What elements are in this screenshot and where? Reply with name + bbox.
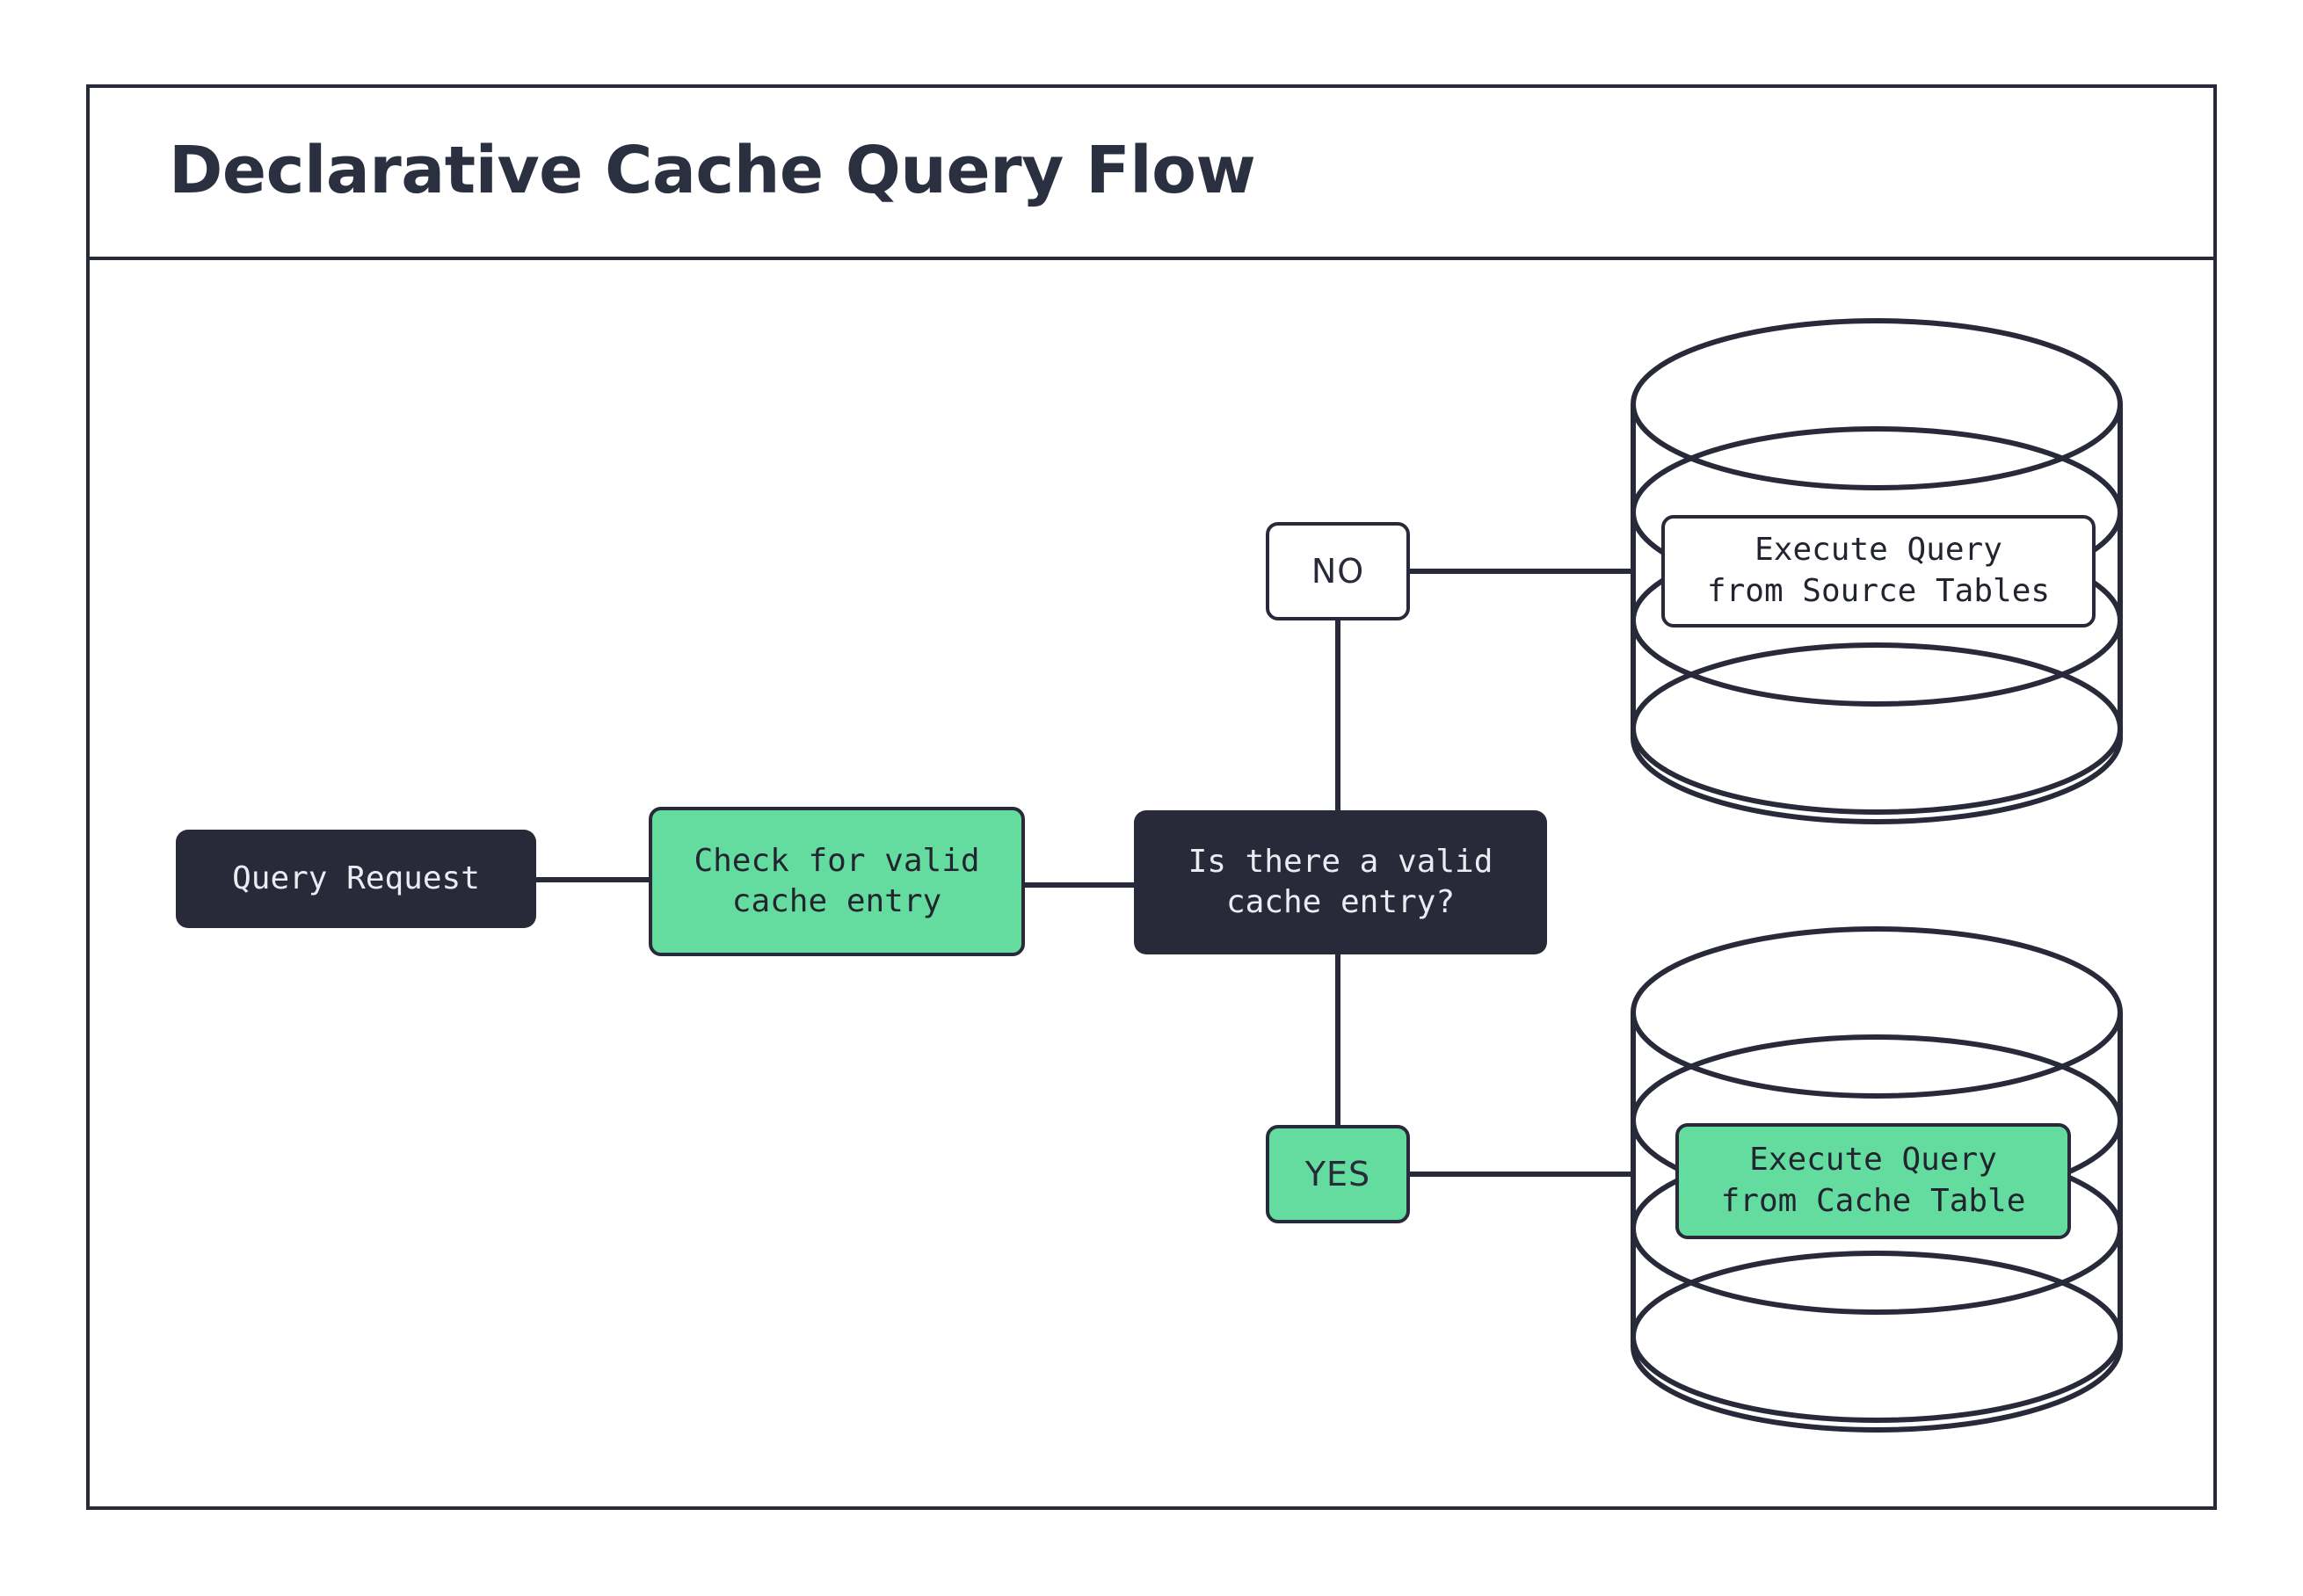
page-title: Declarative Cache Query Flow [169, 133, 1256, 208]
node-execute-query-from-cache-table[interactable]: Execute Query from Cache Table [1675, 1123, 2071, 1239]
branch-label-no[interactable]: NO [1266, 522, 1410, 620]
node-check-for-valid-cache-entry[interactable]: Check for valid cache entry [649, 807, 1025, 956]
node-execute-query-from-source-tables[interactable]: Execute Query from Source Tables [1661, 515, 2096, 628]
diagram-frame [86, 84, 2217, 1510]
branch-label-yes[interactable]: YES [1266, 1125, 1410, 1223]
node-decision-valid-cache-entry[interactable]: Is there a valid cache entry? [1134, 810, 1547, 954]
node-query-request[interactable]: Query Request [176, 830, 536, 928]
diagram-header: Declarative Cache Query Flow [86, 84, 2217, 260]
